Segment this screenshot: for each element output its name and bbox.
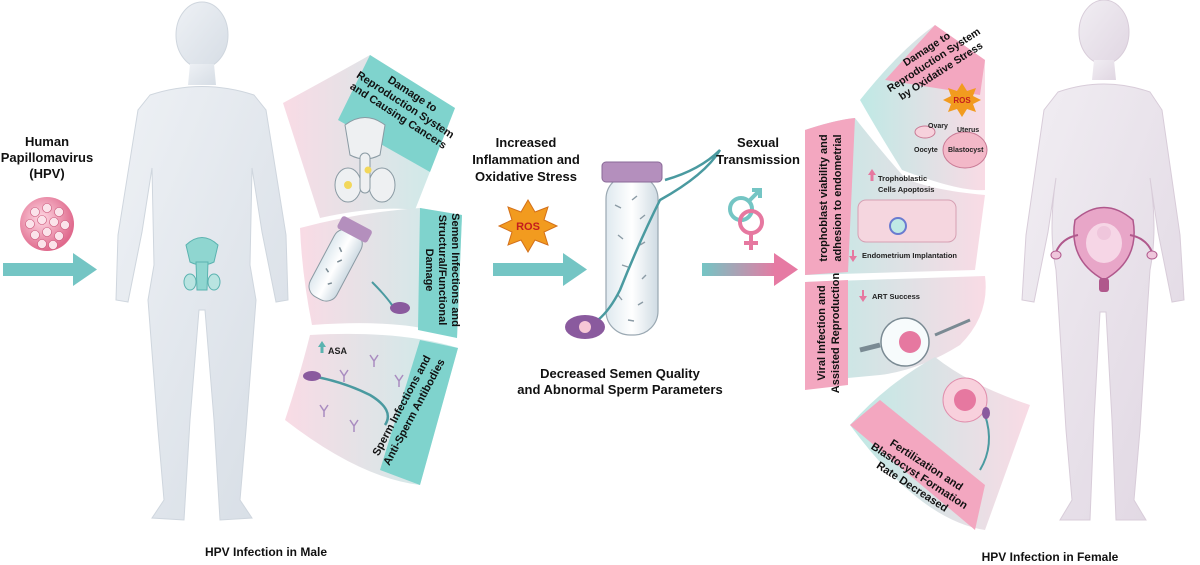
male-organ-icon bbox=[183, 237, 221, 291]
male-caption: HPV Infection in Male bbox=[205, 545, 327, 559]
svg-text:Inflammation and: Inflammation and bbox=[472, 152, 580, 167]
svg-text:Trophoblastic: Trophoblastic bbox=[878, 174, 927, 183]
female-body-figure bbox=[1021, 0, 1185, 521]
svg-text:and Abnormal Sperm Parameters: and Abnormal Sperm Parameters bbox=[517, 382, 722, 397]
male-tube-icon bbox=[308, 216, 372, 302]
svg-text:Blastocyst: Blastocyst bbox=[948, 147, 984, 154]
male-female-symbol-icon bbox=[728, 188, 764, 250]
svg-text:adhesion to endometrial: adhesion to endometrial bbox=[832, 134, 844, 261]
svg-text:Damage: Damage bbox=[423, 249, 435, 292]
svg-text:Oocyte: Oocyte bbox=[914, 147, 938, 154]
hpv-virus-icon bbox=[20, 197, 74, 251]
icsi-needle-icon bbox=[859, 317, 971, 367]
svg-text:Endometrium Implantation: Endometrium Implantation bbox=[862, 251, 957, 260]
svg-text:trophoblast viability and: trophoblast viability and bbox=[818, 134, 830, 261]
svg-text:Decreased Semen Quality: Decreased Semen Quality bbox=[540, 366, 700, 381]
svg-text:Cells Apoptosis: Cells Apoptosis bbox=[878, 185, 934, 194]
male-reproductive-icon bbox=[334, 117, 396, 203]
svg-text:Papillomavirus: Papillomavirus bbox=[1, 150, 93, 165]
svg-text:Viral Infection and: Viral Infection and bbox=[816, 285, 828, 380]
svg-text:Structural/Functional: Structural/Functional bbox=[436, 215, 448, 326]
female-panel-3: Viral Infection and Assisted Reproductio… bbox=[805, 273, 986, 394]
female-panel-2: trophoblast viability and adhesion to en… bbox=[805, 118, 985, 275]
svg-text:Uterus: Uterus bbox=[957, 127, 979, 134]
svg-text:Sexual: Sexual bbox=[737, 135, 779, 150]
hpv-arrow bbox=[3, 253, 97, 286]
svg-text:Assisted Reproduction: Assisted Reproduction bbox=[830, 273, 842, 394]
hpv-label: Human Papillomavirus (HPV) bbox=[1, 134, 93, 181]
asa-label: ASA bbox=[318, 341, 348, 356]
svg-text:ROS: ROS bbox=[953, 96, 971, 105]
center-top-label: Increased Inflammation and Oxidative Str… bbox=[472, 135, 580, 184]
svg-text:Transmission: Transmission bbox=[716, 152, 800, 167]
svg-text:ASA: ASA bbox=[328, 346, 348, 356]
female-panel-1: Damage to Reproduction System by Oxidati… bbox=[860, 25, 988, 191]
center-arrow bbox=[493, 253, 587, 286]
female-ros-burst-icon bbox=[943, 83, 981, 117]
transmission-label: Sexual Transmission bbox=[716, 135, 800, 167]
svg-text:Semen Infections and: Semen Infections and bbox=[449, 213, 461, 327]
male-panel-3: ASA Sperm Infections and Anti-Sperm Anti… bbox=[285, 333, 458, 485]
male-panel-1: Damage to Reproduction System and Causin… bbox=[283, 55, 456, 218]
svg-text:Ovary: Ovary bbox=[928, 123, 948, 130]
svg-text:Increased: Increased bbox=[496, 135, 557, 150]
svg-text:ART Success: ART Success bbox=[872, 292, 920, 301]
transmission-arrow bbox=[702, 253, 798, 286]
ros-burst-icon: ROS bbox=[497, 199, 559, 253]
svg-text:(HPV): (HPV) bbox=[29, 166, 64, 181]
svg-text:Oxidative Stress: Oxidative Stress bbox=[475, 169, 577, 184]
uterus-fetus-icon bbox=[1050, 206, 1158, 292]
antibody-icons bbox=[319, 354, 404, 432]
male-body-figure bbox=[115, 1, 289, 521]
endometrium-icon bbox=[857, 199, 957, 243]
svg-text:Human: Human bbox=[25, 134, 69, 149]
male-panel-2: Semen Infections and Structural/Function… bbox=[300, 208, 462, 338]
female-panel-4: Fertilization and Blastocyst Formation R… bbox=[850, 357, 1030, 530]
female-caption: HPV Infection in Female bbox=[982, 550, 1119, 564]
semen-tube-icon bbox=[565, 149, 722, 339]
uterus-icon bbox=[942, 131, 988, 169]
svg-text:ROS: ROS bbox=[516, 221, 540, 233]
center-bottom-label: Decreased Semen Quality and Abnormal Spe… bbox=[517, 366, 722, 397]
